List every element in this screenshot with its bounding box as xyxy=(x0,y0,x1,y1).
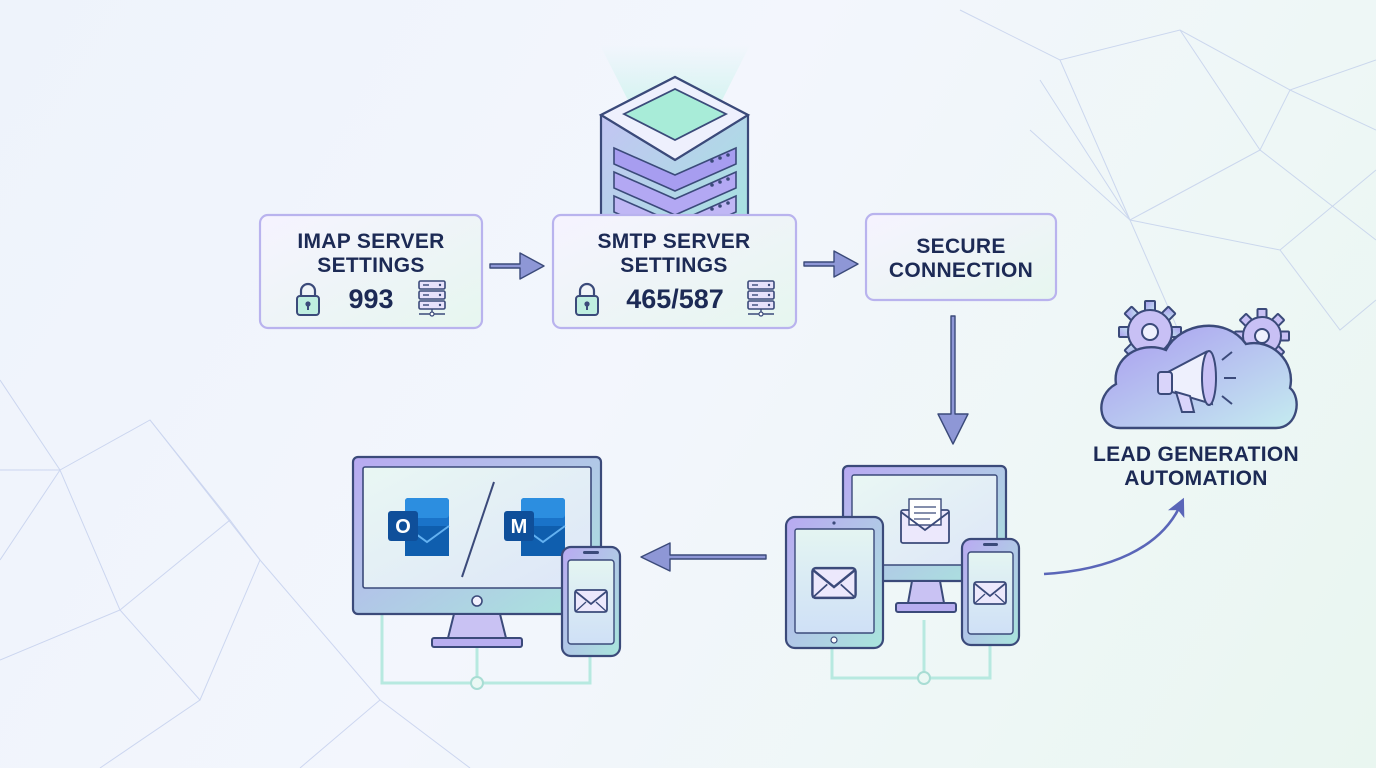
smtp-card-title-line2: SETTINGS xyxy=(620,254,727,277)
mail-letter: M xyxy=(511,516,528,538)
arrow-smtp-to-secure xyxy=(803,250,859,278)
smtp-card-title-line1: SMTP SERVER xyxy=(597,230,750,253)
flow-arrows xyxy=(489,250,969,572)
secure-card-line1: SECURE xyxy=(916,235,1005,258)
desktop-client-group: O M xyxy=(351,455,622,690)
imap-card-title-line1: IMAP SERVER xyxy=(297,230,444,253)
arrow-devices-to-desktop xyxy=(640,542,767,572)
lead-generation-icon: LEAD GENERATION AUTOMATION xyxy=(1093,300,1299,490)
outlook-app-icon: O xyxy=(388,498,450,556)
arrow-imap-to-smtp xyxy=(489,252,545,280)
megaphone-icon xyxy=(1157,350,1236,413)
smartphone-left xyxy=(560,545,622,658)
imap-settings-card: IMAP SERVER SETTINGS 993 xyxy=(258,213,484,330)
tablet-right xyxy=(784,515,885,650)
smtp-settings-card: SMTP SERVER SETTINGS 465/587 xyxy=(551,213,798,330)
open-envelope-icon xyxy=(900,498,950,544)
smtp-port: 465/587 xyxy=(626,284,724,314)
smartphone-right xyxy=(960,537,1021,647)
secure-connection-card: SECURE CONNECTION xyxy=(864,212,1058,302)
imap-card-title-line2: SETTINGS xyxy=(317,254,424,277)
arrow-devices-to-lead xyxy=(1043,497,1185,576)
secure-card-line2: CONNECTION xyxy=(889,259,1033,282)
arrow-secure-to-devices xyxy=(937,315,969,445)
background-network-lines xyxy=(0,9,1376,768)
envelope-icon xyxy=(574,589,608,613)
server-tower-icon xyxy=(598,45,751,240)
envelope-icon xyxy=(811,566,857,600)
envelope-icon xyxy=(973,581,1007,605)
multi-device-group xyxy=(784,464,1021,685)
lead-generation-line2: AUTOMATION xyxy=(1124,467,1267,490)
lead-generation-line1: LEAD GENERATION xyxy=(1093,443,1299,466)
mail-app-icon: M xyxy=(504,498,566,556)
imap-port: 993 xyxy=(348,284,393,314)
outlook-letter: O xyxy=(395,516,411,538)
slash-divider xyxy=(461,481,495,578)
